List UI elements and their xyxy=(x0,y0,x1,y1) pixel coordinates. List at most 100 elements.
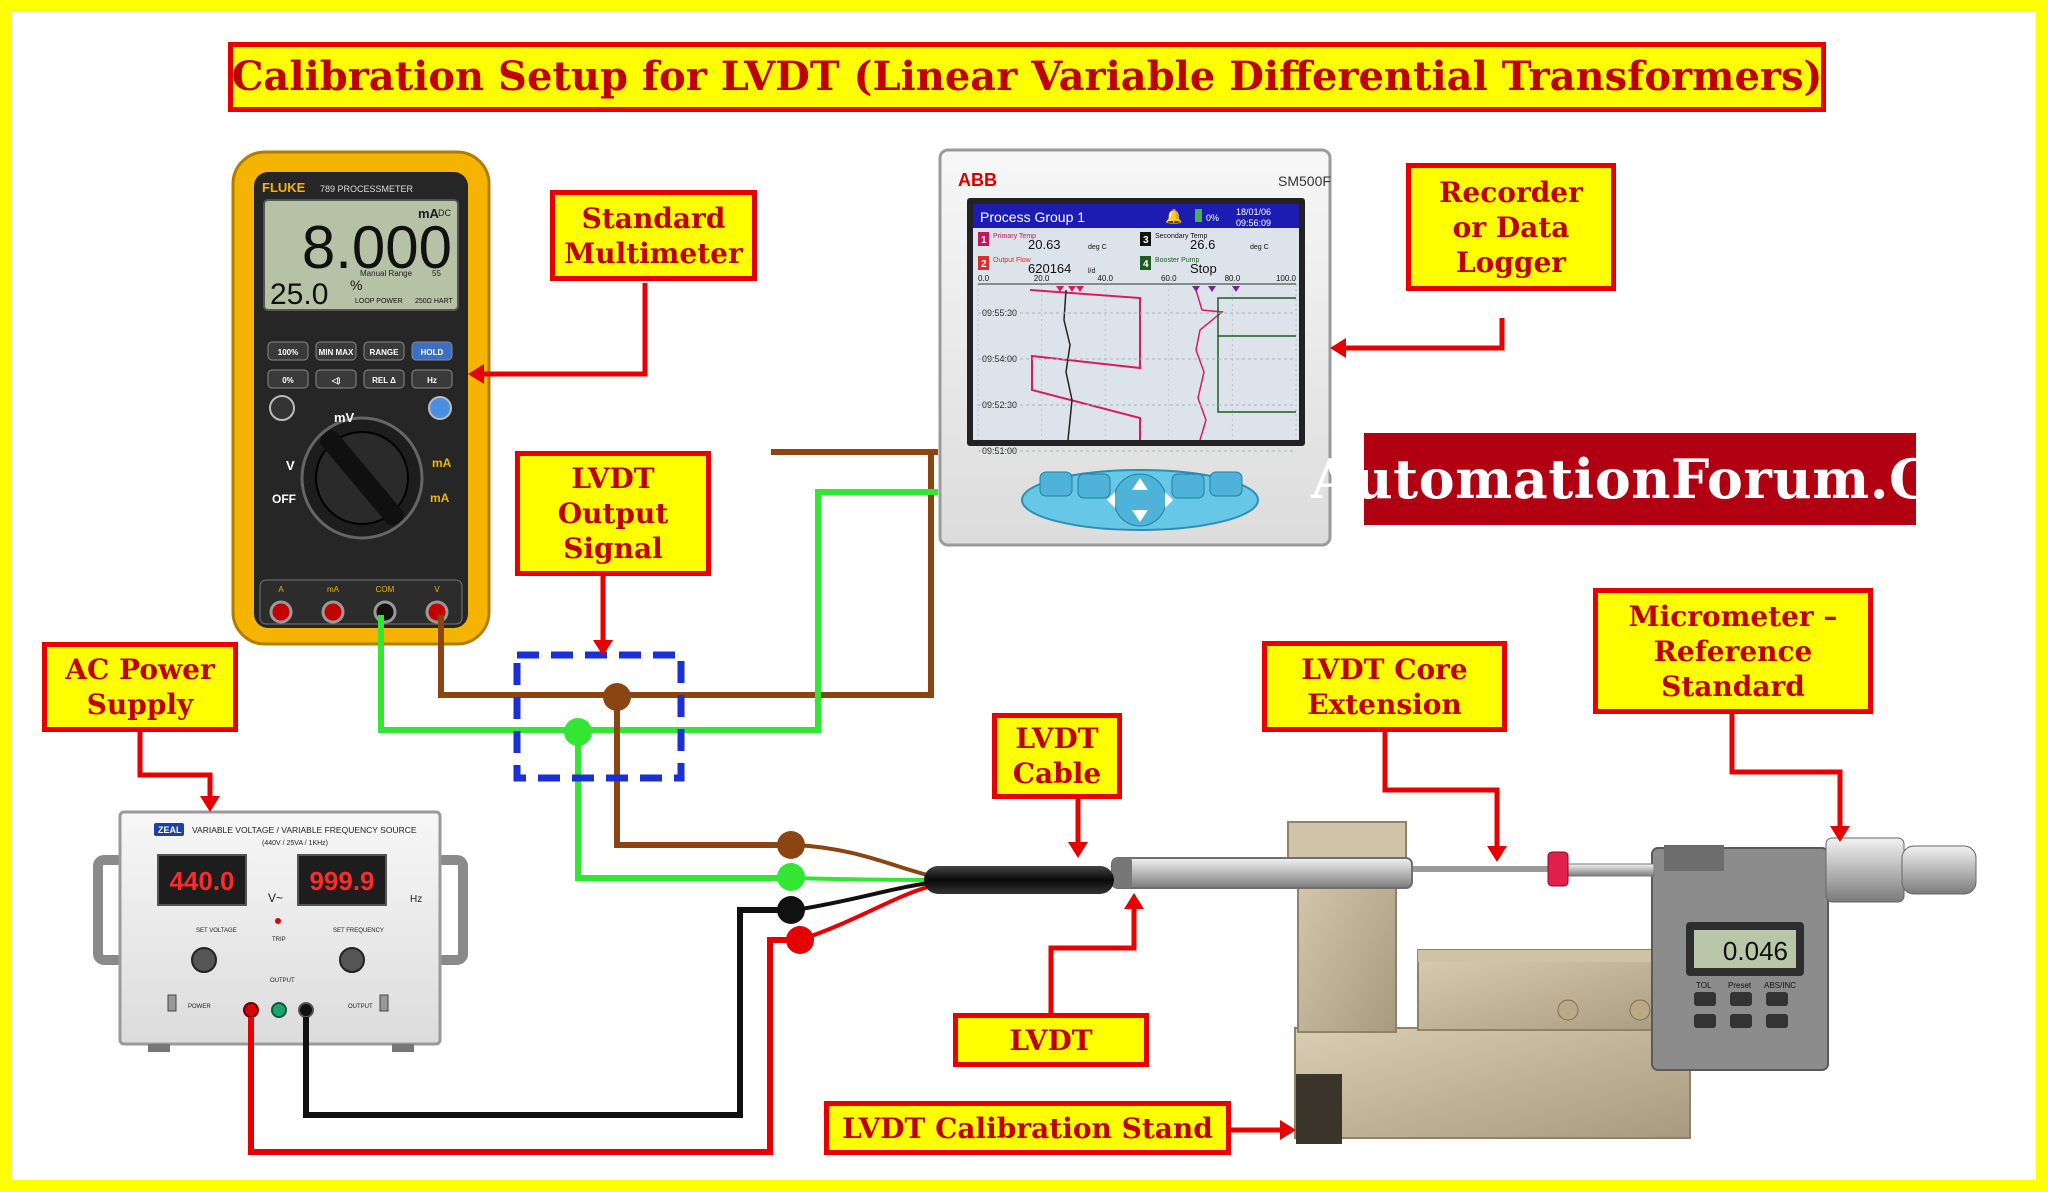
black-wire-end xyxy=(777,896,805,924)
trace-marker-3 xyxy=(1192,286,1200,292)
micrometer-reading: 0.046 xyxy=(1723,936,1788,966)
multimeter-jack-label-0: A xyxy=(278,585,284,594)
green-core-wire xyxy=(794,876,941,882)
red-output-terminal[interactable] xyxy=(243,1002,259,1018)
channel-value-3: 26.6 xyxy=(1190,237,1215,252)
power-switch[interactable] xyxy=(167,994,177,1012)
output-terminals-label: OUTPUT xyxy=(270,978,295,984)
multimeter-button-0[interactable] xyxy=(267,341,309,361)
micrometer-preset-button[interactable] xyxy=(1730,992,1752,1006)
channel-badge-2 xyxy=(978,256,989,270)
black-output-terminal[interactable] xyxy=(298,1002,314,1018)
calibration-stand: 0.046 TOL Preset ABS/INC xyxy=(1111,821,1977,1144)
voltage-knob[interactable] xyxy=(191,947,217,973)
multimeter-jack-label-3: V xyxy=(434,585,440,594)
channel-value-4: Stop xyxy=(1190,261,1217,276)
label-lvdt-cable: LVDT Cable xyxy=(992,713,1122,799)
arrow-to-recorder xyxy=(1330,338,1346,358)
up-arrow-icon[interactable] xyxy=(1132,478,1148,490)
multimeter-coupling: DC xyxy=(438,208,451,218)
recorder-group: Process Group 1 xyxy=(980,209,1085,225)
shift-button[interactable] xyxy=(428,396,452,420)
lvdt-body xyxy=(1111,857,1413,889)
micrometer-button-5[interactable] xyxy=(1730,1014,1752,1028)
multimeter-button-5[interactable] xyxy=(315,369,357,389)
micrometer-ratchet[interactable] xyxy=(1901,845,1977,895)
label-recorder: Recorder or Data Logger xyxy=(1406,163,1616,291)
micrometer-lcd xyxy=(1694,930,1796,968)
multimeter-loop-power: LOOP POWER xyxy=(355,298,403,305)
channel-badge-4 xyxy=(1140,256,1151,270)
multimeter-jack-0[interactable] xyxy=(269,600,293,624)
channel-unit-3: deg C xyxy=(1250,244,1269,251)
micrometer-absinc-button[interactable] xyxy=(1766,992,1788,1006)
micrometer-tol-button[interactable] xyxy=(1694,992,1716,1006)
backlight-button[interactable] xyxy=(269,395,295,421)
scale-tick-label-0: 0.0 xyxy=(978,274,990,283)
channel-number-3: 3 xyxy=(1143,235,1149,246)
channel-badge-1 xyxy=(978,232,989,246)
set-voltage-label: SET VOLTAGE xyxy=(196,928,237,934)
scale-tick-label-3: 60.0 xyxy=(1161,274,1177,283)
recorder-battery: 0% xyxy=(1206,213,1219,223)
brown-wire-end xyxy=(777,831,805,859)
multimeter-button-7[interactable] xyxy=(411,369,453,389)
stand-base xyxy=(1294,1027,1691,1139)
channel-value-1: 20.63 xyxy=(1028,237,1061,252)
recorder-screen xyxy=(973,204,1299,440)
multimeter-button-3[interactable] xyxy=(411,341,453,361)
data-recorder: ABB SM500F Process Group 1 🔔 0% 18/01/06… xyxy=(938,148,1332,547)
micrometer-button-6[interactable] xyxy=(1766,1014,1788,1028)
voltage-unit: V~ xyxy=(268,891,283,905)
scale-tick-label-2: 40.0 xyxy=(1097,274,1113,283)
frequency-knob[interactable] xyxy=(339,947,365,973)
label-lvdt-output-signal: LVDT Output Signal xyxy=(515,451,711,576)
green-output-terminal[interactable] xyxy=(271,1002,287,1018)
output-switch[interactable] xyxy=(379,994,389,1012)
recorder-menu-key[interactable] xyxy=(1039,471,1073,497)
channel-unit-1: deg C xyxy=(1088,244,1107,251)
multimeter-hart: 250Ω HART xyxy=(415,298,454,305)
multimeter-button-4[interactable] xyxy=(267,369,309,389)
recorder-view-key[interactable] xyxy=(1171,473,1205,499)
multimeter-brand: FLUKE xyxy=(262,180,306,195)
recorder-group-key[interactable] xyxy=(1077,473,1111,499)
ac-power-supply: ZEAL VARIABLE VOLTAGE / VARIABLE FREQUEN… xyxy=(93,810,468,1052)
multimeter-button-2[interactable] xyxy=(363,341,405,361)
right-arrow-icon[interactable] xyxy=(1165,492,1173,508)
multimeter-range-label: Manual Range xyxy=(360,269,413,278)
multimeter-unit: mA xyxy=(418,206,440,221)
multimeter-button-1[interactable] xyxy=(315,341,357,361)
multimeter-button-label-0: 100% xyxy=(278,348,298,357)
left-arrow-icon[interactable] xyxy=(1107,492,1115,508)
arrow-to-lvdt xyxy=(1124,893,1144,909)
clamp-screw[interactable] xyxy=(1557,999,1579,1021)
micrometer-thimble[interactable] xyxy=(1825,837,1905,903)
trace-marker-1 xyxy=(1068,286,1076,292)
page-title: Calibration Setup for LVDT (Linear Varia… xyxy=(228,42,1826,112)
recorder-print-key[interactable] xyxy=(1209,471,1243,497)
red-wire-end xyxy=(786,926,814,954)
down-arrow-icon[interactable] xyxy=(1132,510,1148,522)
power-switch-label: POWER xyxy=(188,1004,211,1010)
dial-label-v: V xyxy=(286,458,295,473)
micrometer-button-4[interactable] xyxy=(1694,1014,1716,1028)
multimeter-jack-label-2: COM xyxy=(376,585,395,594)
multimeter-button-label-2: RANGE xyxy=(370,348,400,357)
multimeter-button-label-1: MIN MAX xyxy=(319,348,354,357)
multimeter-button-6[interactable] xyxy=(363,369,405,389)
recorder-trace-group xyxy=(1029,286,1296,441)
recorder-time: 09:56:09 xyxy=(1236,218,1271,228)
green-wire-end xyxy=(777,863,805,891)
clamp-screw-2[interactable] xyxy=(1629,999,1651,1021)
multimeter-jack-1[interactable] xyxy=(321,600,345,624)
time-label-3: 09:51:00 xyxy=(982,446,1017,456)
multimeter-main-reading: 8.000 xyxy=(302,214,452,281)
green-output-wire xyxy=(378,489,938,733)
time-label-1: 09:54:00 xyxy=(982,354,1017,364)
black-supply-wire xyxy=(303,907,790,1118)
label-micrometer: Micrometer – Reference Standard xyxy=(1593,588,1873,714)
label-lvdt: LVDT xyxy=(953,1013,1149,1067)
micrometer-preset-label: Preset xyxy=(1728,981,1752,990)
